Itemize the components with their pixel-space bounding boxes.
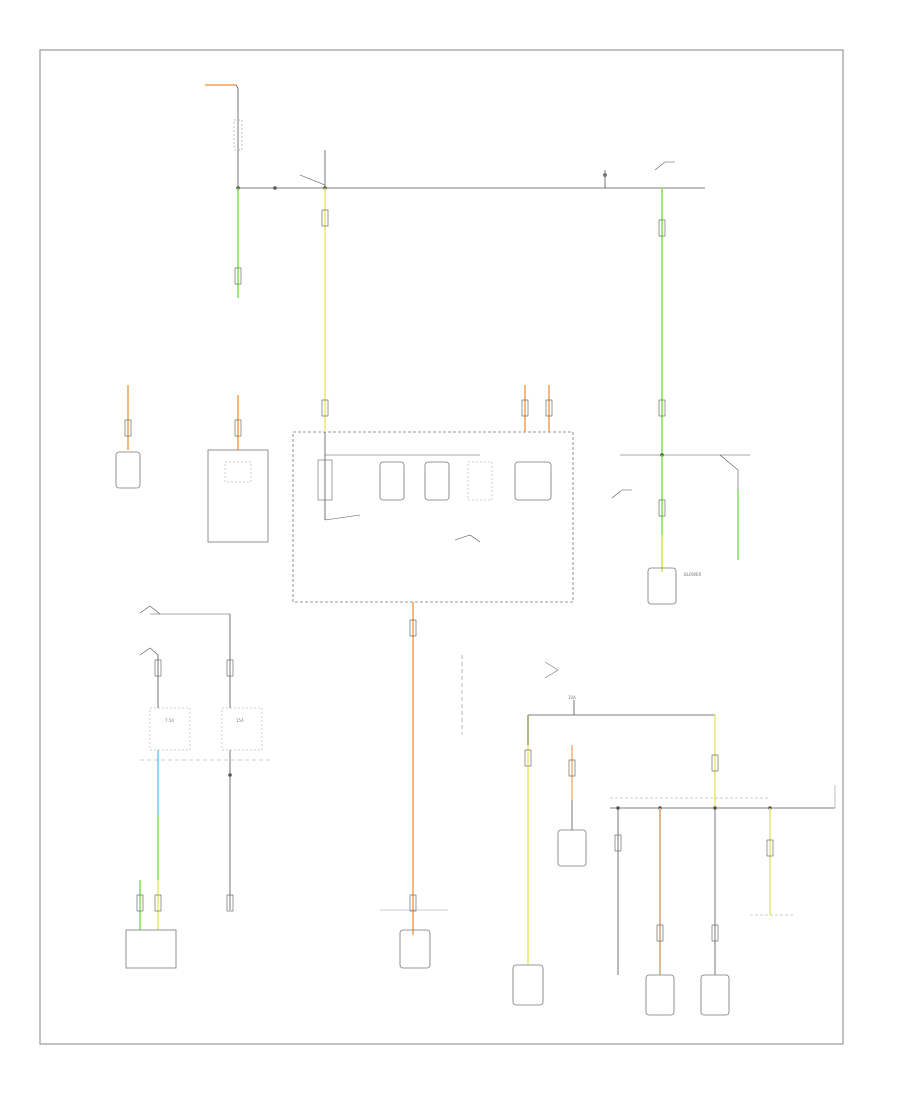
left-components [115,385,269,543]
fuse-label-left: 7.5A [165,718,174,723]
top-left-power-feed [205,84,705,455]
diagram-frame [39,49,844,1045]
lower-left-fuses: 7.5A 15A [125,605,272,969]
center-control-unit [292,385,574,969]
lower-right-circuit: 10A [461,655,836,1016]
fuse-label-lower-right: 10A [568,695,576,700]
blower-motor-label: BLOWER [684,572,701,577]
right-components: BLOWER [611,453,750,605]
fuse-label-right: 15A [236,718,244,723]
